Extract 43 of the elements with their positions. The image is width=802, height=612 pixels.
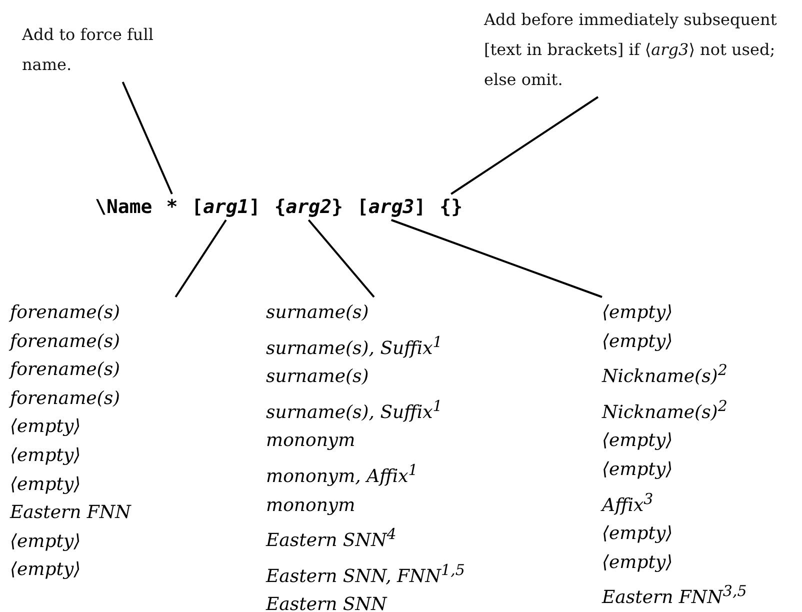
value-entry: Nickname(s)$^{2}$: [602, 396, 728, 425]
value-entry: Eastern FNN: [10, 501, 132, 526]
value-entry: mononym, Affix$^{1}$: [266, 460, 419, 489]
value-entry: ⟨empty⟩: [10, 444, 82, 468]
value-entry: surname(s): [266, 301, 370, 325]
value-entry: mononym: [266, 494, 356, 518]
value-entry: ⟨empty⟩: [602, 458, 674, 482]
leader-line: [391, 219, 602, 298]
value-entry: ⟨empty⟩: [602, 330, 674, 354]
leader-line: [174, 219, 227, 298]
note-text: Add to force full name.: [22, 24, 154, 76]
value-entry: ⟨empty⟩: [10, 472, 82, 497]
command-text: \Name: [95, 196, 152, 218]
argument-token: {}: [440, 196, 463, 218]
leader-line: [122, 82, 173, 194]
value-entry: Affix$^{3}$: [602, 488, 654, 518]
value-entry: forename(s): [10, 330, 122, 354]
value-entry: forename(s): [10, 386, 122, 411]
argument-token: {arg2}: [274, 196, 343, 218]
leader-line: [308, 219, 375, 298]
value-entry: Eastern SNN: [266, 593, 388, 612]
value-entry: ⟨empty⟩: [10, 415, 82, 440]
note-text: Add before immediately subsequent [text in brackets] if ⟨arg3⟩ not used; else omit.: [484, 9, 778, 91]
value-entry: ⟨empty⟩: [602, 301, 674, 325]
value-entry: surname(s), Suffix$^{1}$: [266, 332, 444, 361]
value-entry: forename(s): [10, 301, 122, 325]
value-entry: forename(s): [10, 358, 122, 382]
value-entry: surname(s), Suffix$^{1}$: [266, 396, 444, 425]
argument-token: [arg1]: [192, 196, 260, 218]
value-entry: ⟨empty⟩: [10, 558, 82, 582]
argument-token: [arg3]: [357, 196, 426, 218]
value-entry: ⟨empty⟩: [10, 530, 82, 554]
value-entry: surname(s): [266, 365, 370, 390]
value-entry: ⟨empty⟩: [602, 429, 674, 454]
value-entry: ⟨empty⟩: [602, 550, 674, 575]
value-entry: Eastern SNN, FNN$^{1,5}$: [266, 560, 466, 589]
leader-line: [450, 96, 599, 195]
value-entry: Eastern FNN$^{3,5}$: [602, 581, 748, 610]
value-entry: mononym: [266, 429, 356, 454]
value-entry: Nickname(s)$^{2}$: [602, 360, 728, 390]
argument-token: *: [166, 196, 178, 218]
value-entry: Eastern SNN$^{4}$: [266, 524, 398, 554]
value-entry: ⟨empty⟩: [602, 522, 674, 546]
